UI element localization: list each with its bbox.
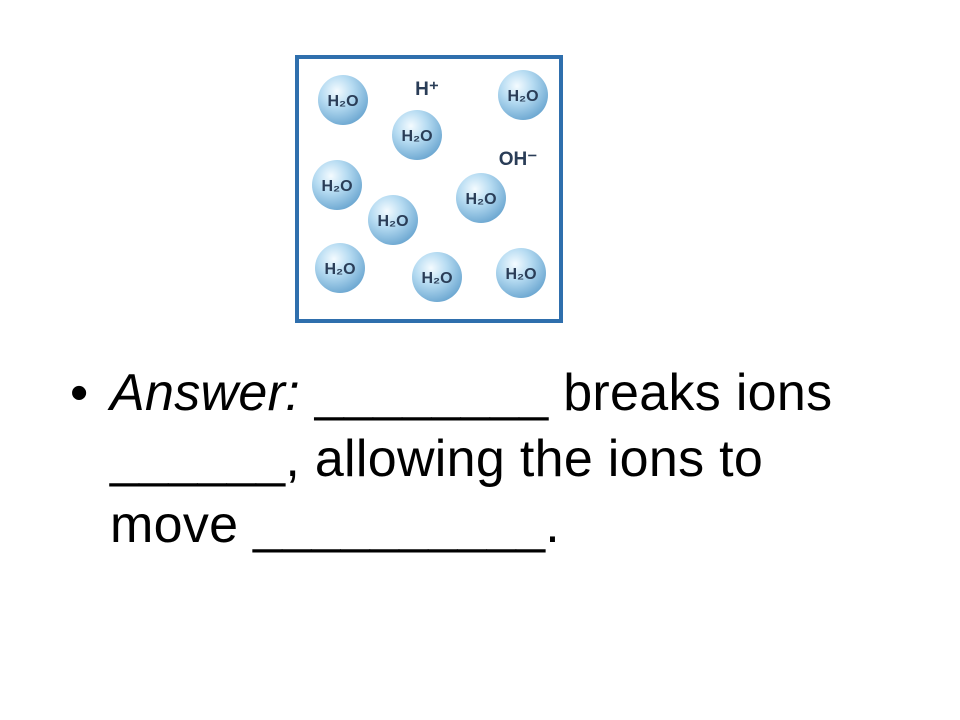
hydroxide-ion-label: OH⁻ <box>499 149 538 170</box>
molecule-3: H₂O <box>498 70 548 120</box>
molecule-1: H₂O <box>318 75 368 125</box>
bullet-line-1: Answer: ________ breaks ions <box>110 360 832 426</box>
answer-bullet: • Answer: ________ breaks ions ______, a… <box>70 360 940 558</box>
bullet-text: Answer: ________ breaks ions ______, all… <box>110 360 832 558</box>
molecule-5: H₂O <box>456 173 506 223</box>
water-ions-diagram: H₂O H₂O H₂O H₂O H₂O H₂O <box>295 55 563 323</box>
bullet-marker: • <box>70 364 89 422</box>
molecule-label: H₂O <box>465 191 496 208</box>
molecule-label: H₂O <box>327 93 358 110</box>
molecule-label: H₂O <box>324 261 355 278</box>
molecule-label: H₂O <box>507 88 538 105</box>
molecule-label: H₂O <box>421 270 452 287</box>
molecule-4: H₂O <box>312 160 362 210</box>
molecule-6: H₂O <box>368 195 418 245</box>
molecule-label: H₂O <box>505 266 536 283</box>
molecule-label: H₂O <box>321 178 352 195</box>
bullet-row: • Answer: ________ breaks ions ______, a… <box>70 360 940 558</box>
molecule-label: H₂O <box>401 128 432 145</box>
water-ions-illustration: H₂O H₂O H₂O H₂O H₂O H₂O <box>295 55 563 323</box>
molecule-8: H₂O <box>412 252 462 302</box>
bullet-line-3: move __________. <box>110 496 561 554</box>
molecule-7: H₂O <box>315 243 365 293</box>
molecule-9: H₂O <box>496 248 546 298</box>
answer-line-1-rest: ________ breaks ions <box>299 364 833 422</box>
hydrogen-ion-label: H⁺ <box>415 79 439 100</box>
answer-lead: Answer: <box>110 364 300 422</box>
molecule-label: H₂O <box>377 213 408 230</box>
molecule-2: H₂O <box>392 110 442 160</box>
bullet-line-2: ______, allowing the ions to <box>110 430 764 488</box>
